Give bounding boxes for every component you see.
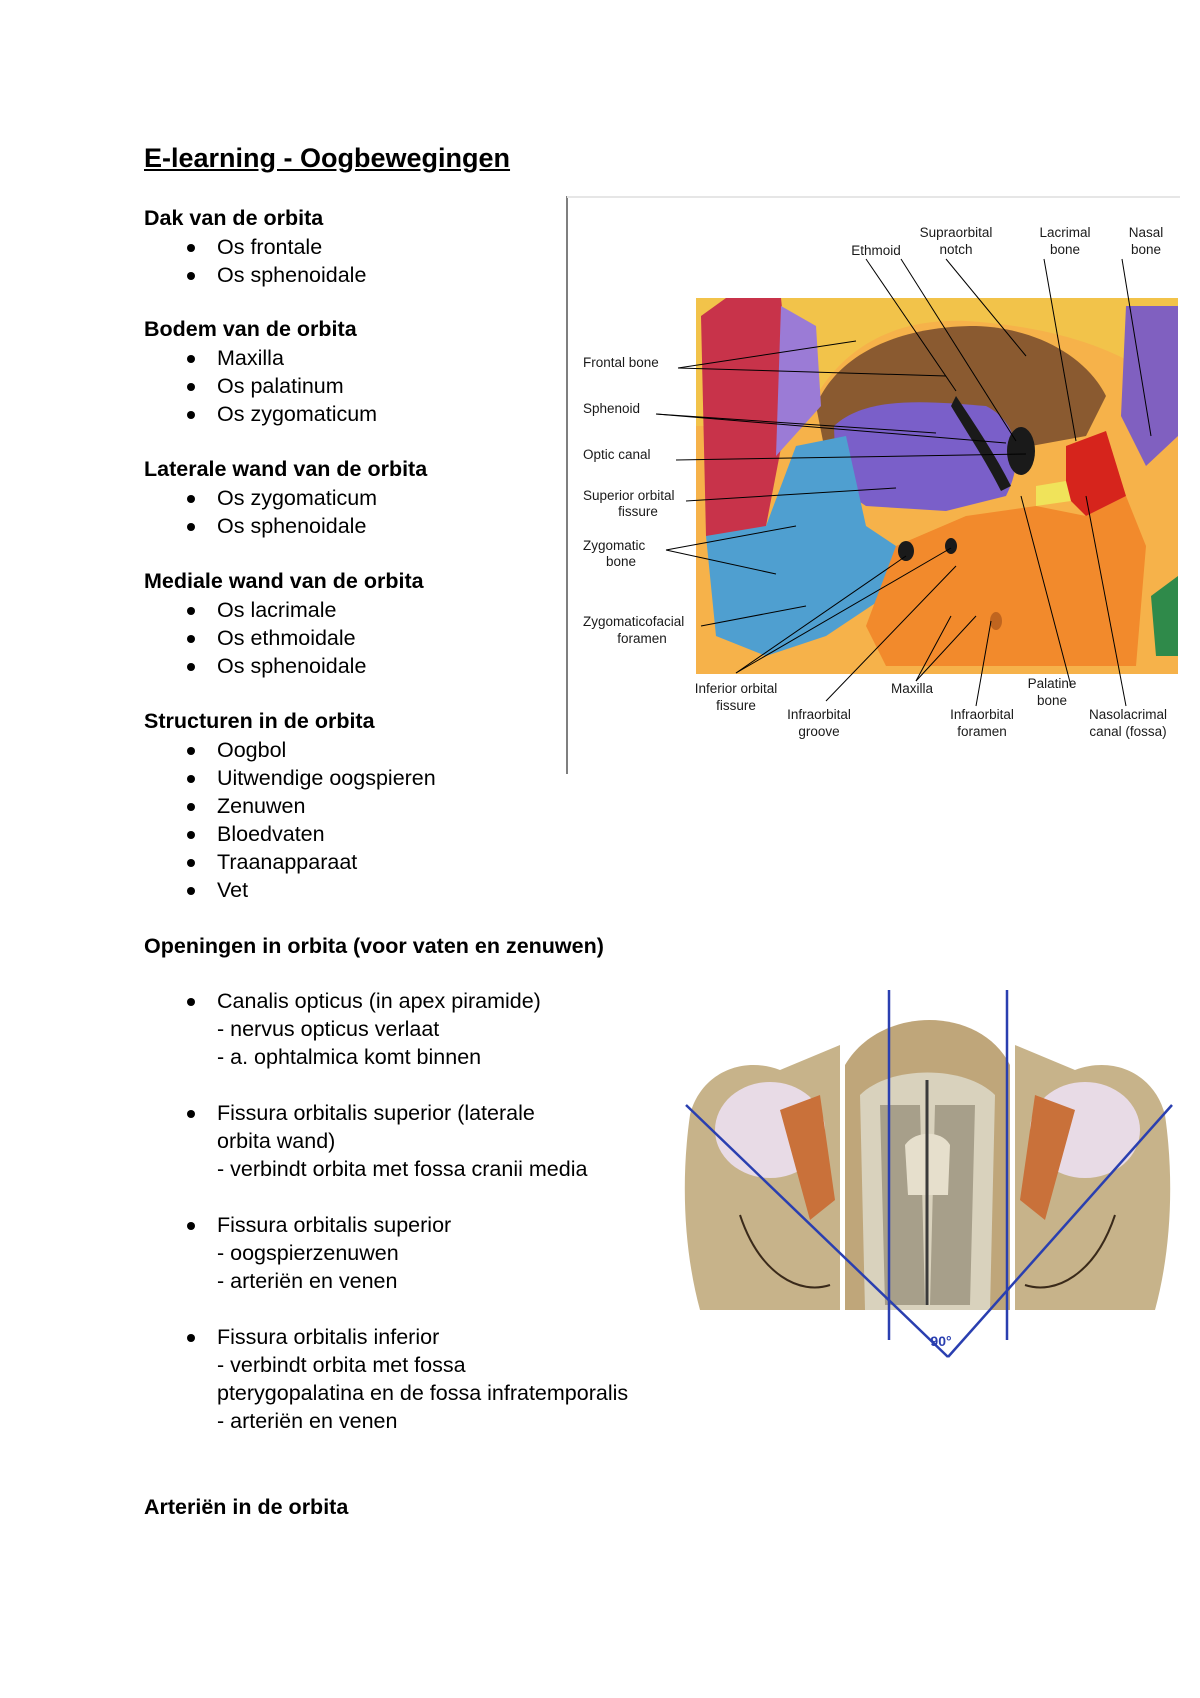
bullet-list: Os lacrimale Os ethmoidale Os sphenoidal…: [144, 596, 424, 680]
label-supraorbital-notch-2: notch: [939, 242, 972, 257]
skull-top-illustration: [684, 1020, 1171, 1310]
label-infraorbital-foramen: Infraorbital: [950, 707, 1014, 722]
label-sphenoid: Sphenoid: [583, 401, 640, 416]
bullet-icon: [187, 635, 195, 643]
label-inferior-orbital-fissure: Inferior orbital: [695, 681, 778, 696]
orbit-axes-figure: 90°: [680, 985, 1175, 1370]
label-nasal-bone-2: bone: [1131, 242, 1161, 257]
section-heading: Structuren in de orbita: [144, 709, 375, 733]
label-inferior-orbital-fissure-2: fissure: [716, 698, 756, 713]
bullet-icon: [187, 1222, 195, 1230]
section-roof: Dak van de orbita Os frontale Os sphenoi…: [144, 205, 366, 289]
section-heading: Bodem van de orbita: [144, 317, 357, 341]
angle-label: 90°: [930, 1333, 951, 1349]
bullet-icon: [187, 1110, 195, 1118]
bullet-icon: [187, 887, 195, 895]
list-item: Zenuwen: [144, 792, 436, 820]
list-item: Os sphenoidale: [144, 512, 427, 540]
label-lacrimal-bone: Lacrimal: [1039, 225, 1090, 240]
bullet-icon: [187, 383, 195, 391]
bullet-icon: [187, 859, 195, 867]
bullet-icon: [187, 747, 195, 755]
list-item: Canalis opticus (in apex piramide) - ner…: [144, 987, 628, 1071]
list-item: Os palatinum: [144, 372, 377, 400]
bullet-icon: [187, 1334, 195, 1342]
bullet-icon: [187, 355, 195, 363]
list-item: Fissura orbitalis inferior - verbindt or…: [144, 1323, 628, 1435]
arteries-heading: Arteriën in de orbita: [144, 1495, 349, 1519]
bullet-icon: [187, 803, 195, 811]
section-openings: Openingen in orbita (voor vaten en zenuw…: [144, 933, 628, 1463]
section-structures: Structuren in de orbita Oogbol Uitwendig…: [144, 708, 436, 904]
list-item: Os sphenoidale: [144, 261, 366, 289]
page-title: E-learning - Oogbewegingen: [144, 143, 511, 173]
list-item: Oogbol: [144, 736, 436, 764]
list-item: Fissura orbitalis superior - oogspierzen…: [144, 1211, 628, 1295]
label-lacrimal-bone-2: bone: [1050, 242, 1080, 257]
list-item: Os ethmoidale: [144, 624, 424, 652]
section-heading: Laterale wand van de orbita: [144, 457, 428, 481]
list-item: Uitwendige oogspieren: [144, 764, 436, 792]
section-heading: Dak van de orbita: [144, 206, 324, 230]
bullet-list: Maxilla Os palatinum Os zygomaticum: [144, 344, 377, 428]
label-nasal-bone: Nasal: [1129, 225, 1164, 240]
label-palatine-bone-2: bone: [1037, 693, 1067, 708]
label-palatine-bone: Palatine: [1028, 676, 1077, 691]
bullet-list: Os frontale Os sphenoidale: [144, 233, 366, 289]
label-frontal-bone: Frontal bone: [583, 355, 659, 370]
bullet-list: Oogbol Uitwendige oogspieren Zenuwen Blo…: [144, 736, 436, 904]
bullet-list: Canalis opticus (in apex piramide) - ner…: [144, 987, 628, 1435]
bullet-icon: [187, 831, 195, 839]
label-zygomaticofacial-foramen: Zygomaticofacial: [583, 614, 684, 629]
bullet-icon: [187, 523, 195, 531]
label-zygomatic-bone-2: bone: [606, 554, 636, 569]
bullet-icon: [187, 411, 195, 419]
list-item: Bloedvaten: [144, 820, 436, 848]
bullet-icon: [187, 495, 195, 503]
orbit-bones-figure: Ethmoid Supraorbital notch Lacrimal bone…: [566, 196, 1180, 781]
label-superior-orbital-fissure-2: fissure: [618, 504, 658, 519]
label-nasolacrimal-canal-2: canal (fossa): [1089, 724, 1166, 739]
section-heading: Openingen in orbita (voor vaten en zenuw…: [144, 934, 604, 958]
list-item: Fissura orbitalis superior (laterale orb…: [144, 1099, 628, 1183]
section-heading: Mediale wand van de orbita: [144, 569, 424, 593]
list-item: Maxilla: [144, 344, 377, 372]
label-nasolacrimal-canal: Nasolacrimal: [1089, 707, 1167, 722]
label-superior-orbital-fissure: Superior orbital: [583, 488, 675, 503]
bullet-icon: [187, 272, 195, 280]
list-item: Vet: [144, 876, 436, 904]
list-item: Os zygomaticum: [144, 484, 427, 512]
leader-lines: [655, 258, 1152, 707]
list-item: Os zygomaticum: [144, 400, 377, 428]
list-item: Os sphenoidale: [144, 652, 424, 680]
section-lateral-wall: Laterale wand van de orbita Os zygomatic…: [144, 456, 427, 540]
list-item: Traanapparaat: [144, 848, 436, 876]
bullet-list: Os zygomaticum Os sphenoidale: [144, 484, 427, 540]
label-maxilla: Maxilla: [891, 681, 934, 696]
label-optic-canal: Optic canal: [583, 447, 651, 462]
bullet-icon: [187, 663, 195, 671]
label-ethmoid: Ethmoid: [851, 243, 901, 258]
bullet-icon: [187, 775, 195, 783]
list-item: Os lacrimale: [144, 596, 424, 624]
label-infraorbital-foramen-2: foramen: [957, 724, 1007, 739]
list-item: Os frontale: [144, 233, 366, 261]
label-supraorbital-notch: Supraorbital: [920, 225, 993, 240]
label-zygomaticofacial-foramen-2: foramen: [617, 631, 667, 646]
label-zygomatic-bone: Zygomatic: [583, 538, 646, 553]
bullet-icon: [187, 244, 195, 252]
axis-lines: [685, 990, 1173, 1358]
label-infraorbital-groove-2: groove: [798, 724, 839, 739]
section-floor: Bodem van de orbita Maxilla Os palatinum…: [144, 316, 377, 428]
bullet-icon: [187, 607, 195, 615]
section-medial-wall: Mediale wand van de orbita Os lacrimale …: [144, 568, 424, 680]
label-infraorbital-groove: Infraorbital: [787, 707, 851, 722]
bullet-icon: [187, 998, 195, 1006]
